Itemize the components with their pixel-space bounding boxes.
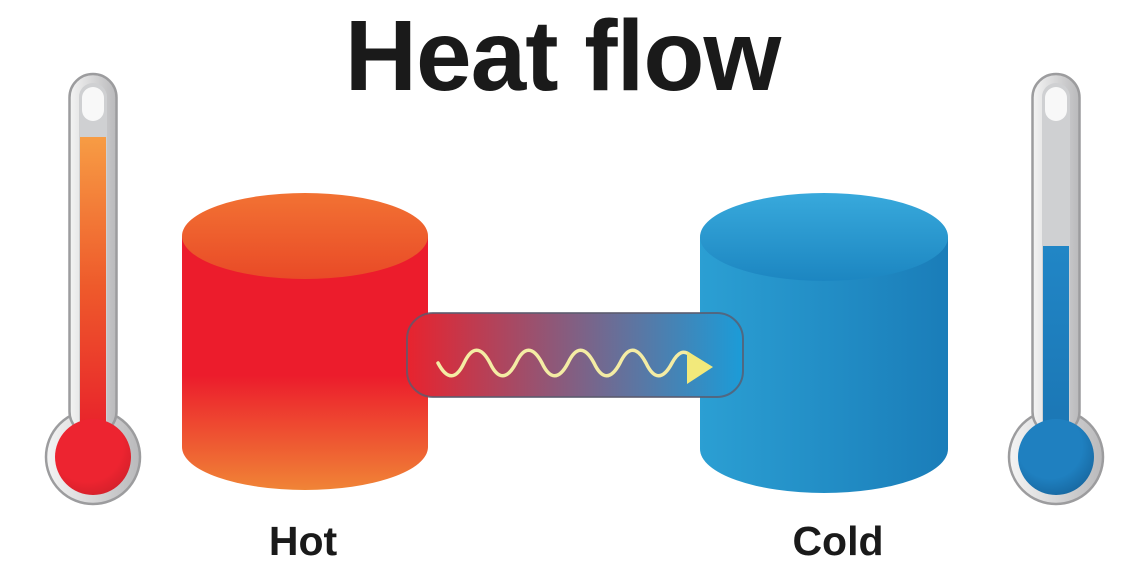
heat-wave-line-icon [436, 348, 693, 378]
hot-reservoir-cylinder [182, 193, 428, 490]
hot-thermometer-mercury-column [80, 137, 106, 437]
heat-conduction-tube [406, 312, 744, 398]
hot-thermometer-bulb [55, 419, 131, 495]
hot-thermometer-icon [44, 72, 142, 506]
hot-label: Hot [268, 518, 338, 564]
heat-flow-arrowhead-icon [687, 351, 713, 384]
hot-cylinder-top [182, 193, 428, 279]
cold-thermometer-bulb [1018, 419, 1094, 495]
cold-thermometer-glass-highlight [1045, 87, 1067, 121]
cold-reservoir-cylinder [700, 193, 948, 493]
cold-thermometer-icon [1007, 72, 1105, 506]
cold-cylinder-top [700, 193, 948, 281]
cold-label: Cold [792, 518, 884, 564]
cold-thermometer-mercury-column [1043, 246, 1069, 437]
cold-cylinder-body [700, 237, 948, 493]
hot-cylinder-body [182, 236, 428, 490]
page-title: Heat flow [344, 0, 781, 112]
hot-thermometer-glass-highlight [82, 87, 104, 121]
